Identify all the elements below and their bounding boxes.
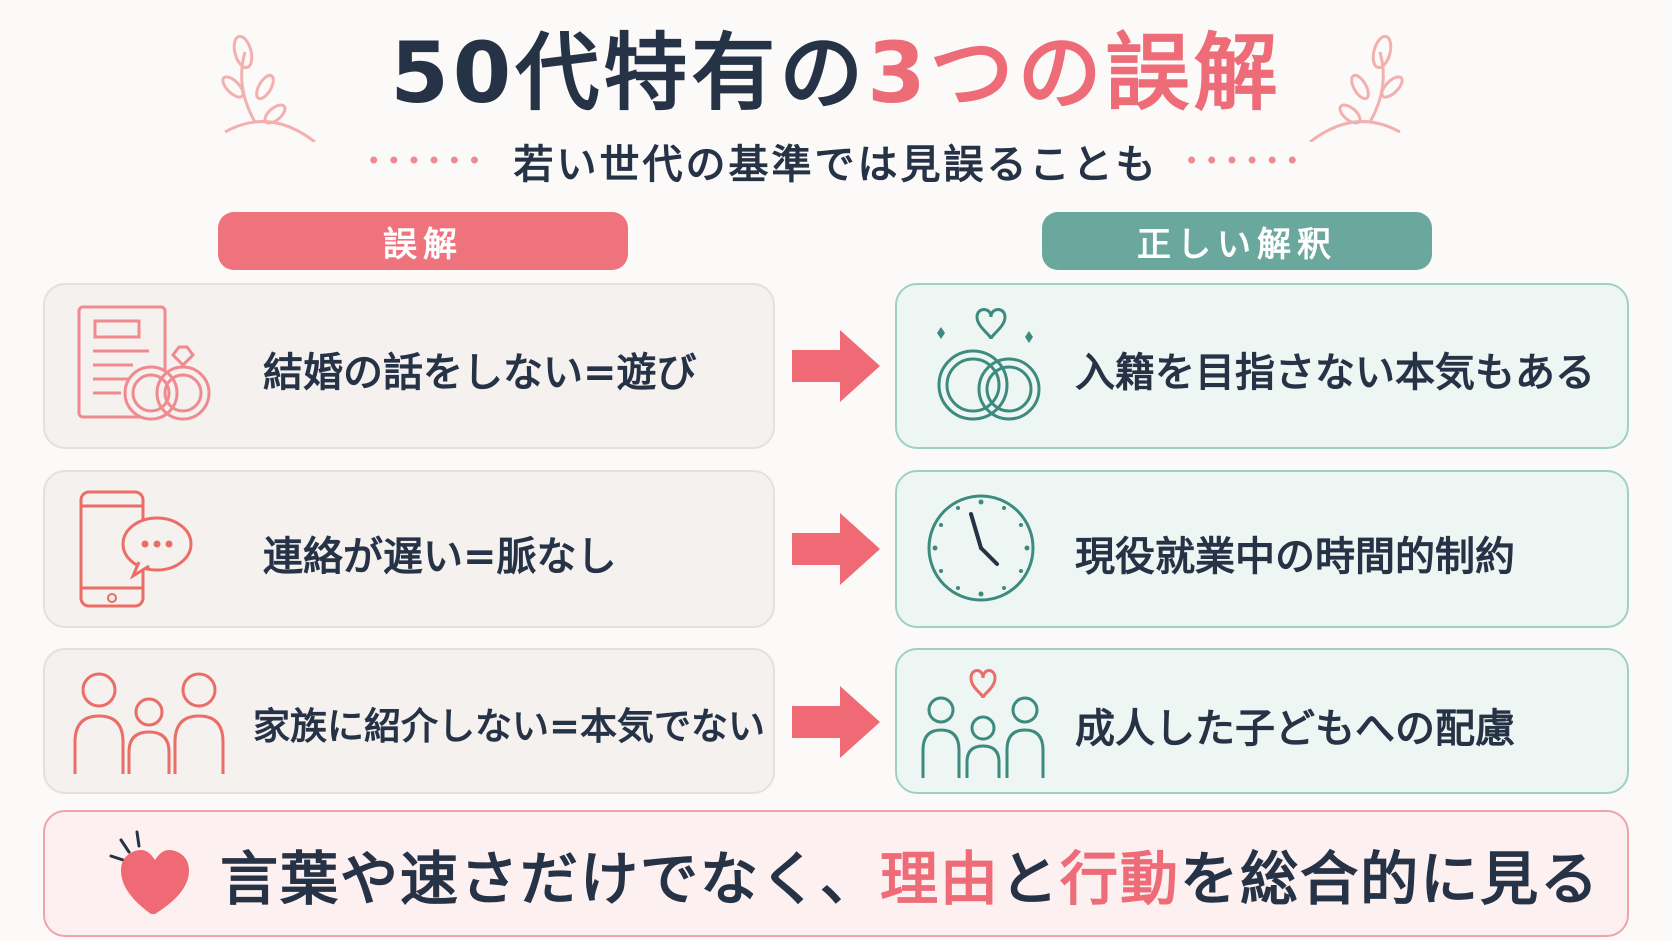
correct-text-2: 現役就業中の時間的制約 <box>1075 534 1515 580</box>
correct-card-1: 入籍を目指さない本気もある <box>895 283 1629 449</box>
heart-icon <box>109 830 189 914</box>
right-sprig-icon <box>1309 34 1404 142</box>
arrow-icon-1 <box>792 330 880 402</box>
subtitle-dots-left: •••••• <box>366 147 488 175</box>
misconception-text-2: 連絡が遅い=脈なし <box>263 534 617 580</box>
conclusion-highlight1: 理由 <box>880 845 1001 913</box>
phone-chat-icon <box>79 490 193 608</box>
conclusion-text: 言葉や速さだけでなく、理由と行動を総合的に見る <box>220 832 1600 916</box>
page-title: 50代特有の3つの誤解 <box>0 18 1672 128</box>
left-sprig-icon <box>221 34 316 142</box>
subtitle: 若い世代の基準では見誤ることも <box>513 142 1159 188</box>
family-heart-icon <box>921 669 1045 778</box>
correct-card-2: 現役就業中の時間的制約 <box>895 470 1629 628</box>
correct-header: 正しい解釈 <box>1042 212 1432 270</box>
correct-card-3: 成人した子どもへの配慮 <box>895 648 1629 794</box>
subtitle-row: •••••• 若い世代の基準では見誤ることも •••••• <box>0 132 1672 190</box>
misconception-text-3: 家族に紹介しない=本気でない <box>253 705 766 748</box>
arrow-icon-2 <box>792 513 880 585</box>
misconception-card-1: 結婚の話をしない=遊び <box>43 283 775 449</box>
correct-text-3: 成人した子どもへの配慮 <box>1075 706 1515 752</box>
subtitle-dots-right: •••••• <box>1184 147 1306 175</box>
rings-heart-icon <box>937 308 1041 421</box>
misconception-card-3: 家族に紹介しない=本気でない <box>43 648 775 794</box>
conclusion-part2: と <box>1000 845 1061 913</box>
document-rings-icon <box>77 305 211 421</box>
misconception-header: 誤解 <box>218 212 628 270</box>
arrow-icon-3 <box>792 686 880 758</box>
clock-icon <box>927 494 1035 602</box>
conclusion-part3: を総合的に見る <box>1180 845 1601 913</box>
title-accent: 3つの誤解 <box>867 24 1282 122</box>
family-icon <box>73 672 225 774</box>
conclusion-part1: 言葉や速さだけでなく、 <box>220 845 881 913</box>
conclusion-banner: 言葉や速さだけでなく、理由と行動を総合的に見る <box>43 810 1629 937</box>
misconception-card-2: 連絡が遅い=脈なし <box>43 470 775 628</box>
title-main: 50代特有の <box>390 24 868 122</box>
correct-text-1: 入籍を目指さない本気もある <box>1075 350 1595 396</box>
misconception-text-1: 結婚の話をしない=遊び <box>263 350 697 396</box>
conclusion-highlight2: 行動 <box>1060 845 1181 913</box>
